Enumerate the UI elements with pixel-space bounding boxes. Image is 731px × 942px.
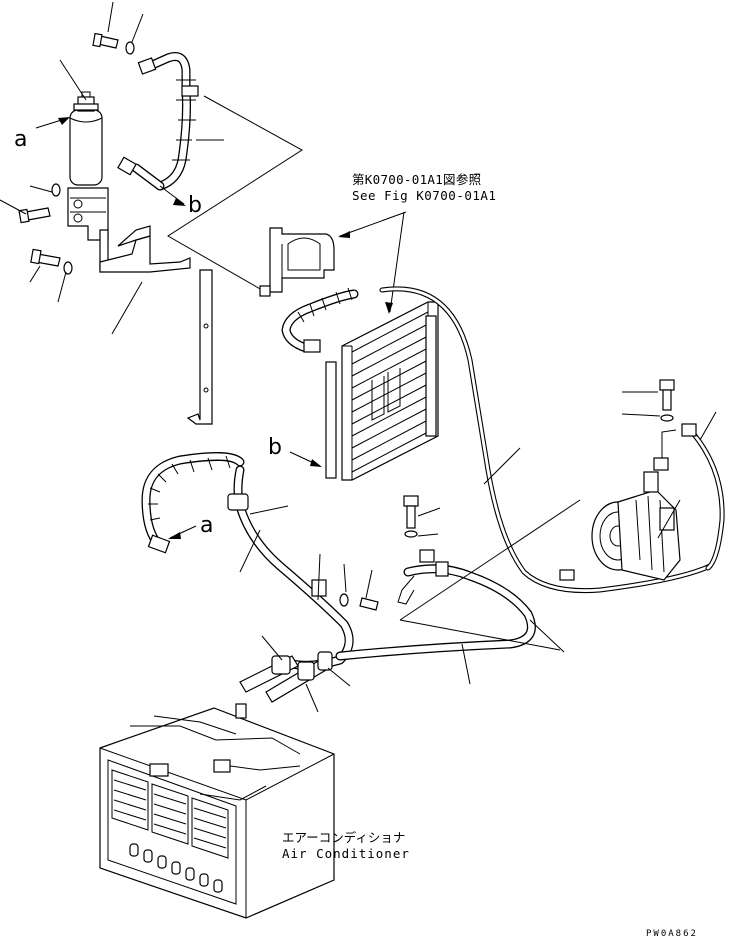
leader-return-hose	[461, 643, 471, 685]
leader-fitting-2	[305, 683, 319, 713]
leader-fitting-3	[327, 667, 351, 687]
leader-bracket-group	[167, 95, 303, 291]
arrow-a-mid	[168, 525, 197, 539]
leader-suction-hose	[699, 411, 717, 441]
drier-bracket	[67, 187, 109, 271]
compressor	[591, 471, 681, 581]
main-hose	[227, 465, 354, 670]
drier-outlet-hose	[117, 52, 199, 191]
leader-discharge-hose	[483, 447, 521, 485]
ref-arrow-cooler	[389, 211, 405, 313]
leader-main-hose-b	[239, 529, 261, 573]
condenser	[325, 301, 439, 481]
leader-compressor	[657, 499, 681, 539]
label-a-top: a	[14, 127, 27, 152]
liquid-hose	[141, 452, 245, 554]
label-b-mid: b	[268, 435, 282, 460]
ref-arrowhead-cooler	[385, 302, 393, 314]
leader-return-hose-b	[529, 619, 565, 653]
condenser-bracket	[259, 227, 335, 297]
arrow-b-mid	[289, 451, 322, 467]
condenser-inlet-hose	[281, 287, 359, 353]
bracket-bolt	[403, 495, 441, 563]
label-a-mid: a	[200, 513, 213, 538]
ref-arrowhead-bracket	[338, 231, 350, 238]
unit-label-jp: エアーコンディショナ	[282, 830, 405, 845]
support-bracket	[99, 225, 213, 425]
leader-fitting-1	[261, 635, 283, 661]
leader-fitting-group	[399, 499, 581, 651]
compressor-bolt	[621, 379, 675, 422]
arrow-b-top	[159, 185, 186, 206]
receiver-drier	[69, 91, 103, 186]
air-conditioner-unit	[99, 703, 335, 919]
hose-clamp	[317, 553, 379, 611]
compressor-suction-hose	[653, 423, 725, 571]
drier-bolts	[18, 32, 135, 275]
label-b-top: b	[188, 193, 202, 218]
suction-return-hose	[335, 561, 536, 661]
cooler-reference-en: See Fig K0700-01A1	[352, 188, 496, 203]
leader-lines-upper-left	[0, 1, 224, 335]
ref-arrow-bracket	[339, 211, 407, 237]
unit-louvers	[111, 769, 229, 859]
leader-main-hose-a	[249, 505, 289, 515]
cooler-reference-jp: 第K0700-01A1図参照	[352, 172, 481, 187]
unit-label-en: Air Conditioner	[282, 846, 410, 861]
condenser-fins	[351, 311, 429, 473]
unit-fittings	[239, 651, 333, 703]
unit-ports	[129, 843, 223, 893]
discharge-hose	[379, 286, 713, 594]
arrow-a-top	[35, 117, 70, 129]
drawing-code: PW0A862	[646, 929, 698, 939]
